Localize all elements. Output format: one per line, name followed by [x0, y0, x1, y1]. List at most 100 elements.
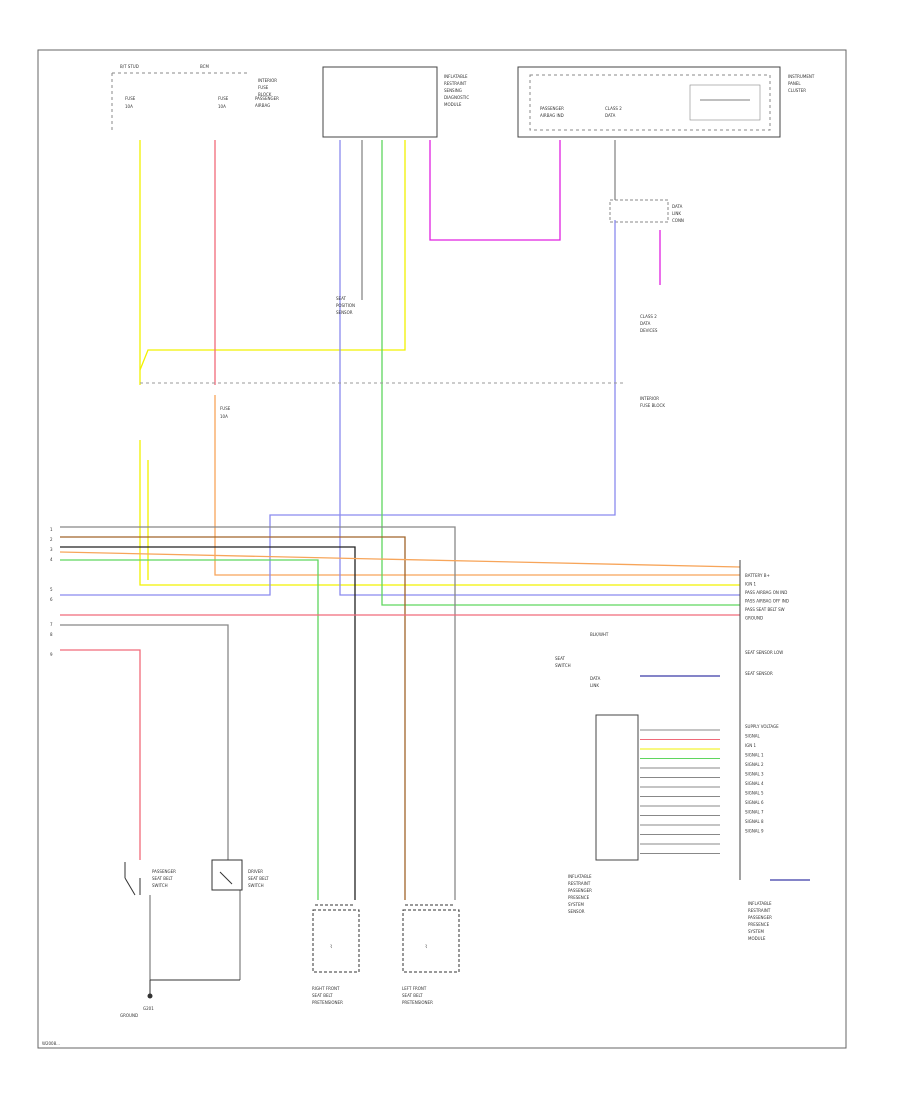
svg-text:SEAT BELT: SEAT BELT: [152, 876, 173, 881]
right-pin-label: SIGNAL 2: [745, 762, 764, 767]
passenger-seat-belt-switch: PASSENGER SEAT BELT SWITCH: [124, 862, 176, 896]
svg-text:SEAT BELT: SEAT BELT: [402, 993, 423, 998]
wire-gray-bus-1: [60, 526, 456, 900]
svg-text:DATA: DATA: [672, 204, 683, 209]
right-pin-label: SIGNAL 7: [745, 810, 764, 815]
svg-text:POSITION: POSITION: [336, 303, 355, 308]
svg-text:5: 5: [50, 587, 53, 592]
wire-green-2: [60, 559, 319, 900]
svg-text:6: 6: [50, 597, 53, 602]
wire-black-bus: [60, 546, 356, 900]
right-pin-label: SIGNAL 6: [745, 800, 764, 805]
right-pin-label: SIGNAL 1: [745, 753, 764, 758]
svg-text:SEAT: SEAT: [336, 296, 346, 301]
svg-text:7: 7: [50, 622, 53, 627]
wire-green-1: [381, 140, 740, 606]
footer-code: W2008...: [42, 1041, 60, 1046]
right-pin-label: SUPPLY VOLTAGE: [745, 724, 779, 729]
wire-magenta-1: [429, 140, 561, 241]
wire-orange-bus: [59, 551, 741, 568]
svg-text:DATA: DATA: [605, 113, 616, 118]
right-pin-label: SIGNAL 9: [745, 829, 764, 834]
passenger-presence-module: INFLATABLE RESTRAINT PASSENGER PRESENCE …: [568, 714, 639, 914]
right-pin-label: PASS AIRBAG ON IND: [745, 590, 787, 595]
svg-text:PASSENGER: PASSENGER: [568, 888, 592, 893]
svg-text:PASSENGER: PASSENGER: [540, 106, 564, 111]
svg-text:4: 4: [50, 557, 53, 562]
svg-text:9: 9: [50, 652, 53, 657]
svg-text:RIGHT FRONT: RIGHT FRONT: [312, 986, 340, 991]
instrument-cluster-top-right: INSTRUMENT PANEL CLUSTER PASSENGER AIRBA…: [517, 66, 815, 138]
svg-text:AIRBAG IND: AIRBAG IND: [540, 113, 564, 118]
svg-text:3: 3: [50, 547, 53, 552]
svg-text:G201: G201: [143, 1006, 154, 1011]
right-pin-label: SEAT SENSOR LOW: [745, 650, 783, 655]
airbag-module-right: BATTERY B+ IGN 1 PASS AIRBAG ON IND PASS AI…: [739, 560, 789, 941]
svg-text:RESTRAINT: RESTRAINT: [568, 881, 591, 886]
svg-text:CONN: CONN: [672, 218, 684, 223]
svg-text:PASSENGER: PASSENGER: [255, 96, 279, 101]
svg-text:PRETENSIONER: PRETENSIONER: [312, 1000, 343, 1005]
svg-text:FUSE: FUSE: [125, 96, 136, 101]
svg-text:LINK: LINK: [590, 683, 599, 688]
right-pin-label: IGN 1: [745, 582, 757, 587]
svg-text:INFLATABLE: INFLATABLE: [568, 874, 592, 879]
right-pin-label: SIGNAL 5: [745, 791, 764, 796]
right-pin-label: SIGNAL: [745, 734, 761, 739]
right-front-pretensioner: ⌇ RIGHT FRONT SEAT BELT PRETENSIONER: [312, 904, 360, 1005]
svg-text:BCM: BCM: [200, 64, 209, 69]
svg-text:INFLATABLE: INFLATABLE: [748, 901, 772, 906]
svg-text:SENSOR: SENSOR: [568, 909, 585, 914]
right-pin-label: BATTERY B+: [745, 573, 770, 578]
svg-text:CLASS 2: CLASS 2: [605, 106, 622, 111]
svg-text:FUSE: FUSE: [218, 96, 229, 101]
svg-text:PASSENGER: PASSENGER: [748, 915, 772, 920]
svg-text:10A: 10A: [125, 104, 133, 109]
svg-text:LINK: LINK: [672, 211, 681, 216]
right-pin-label: SIGNAL 3: [745, 772, 764, 777]
svg-text:BLK/WHT: BLK/WHT: [590, 632, 609, 637]
left-connector-pins: 1 2 3 4 5 6 7 8 9: [50, 527, 53, 657]
svg-text:FUSE: FUSE: [258, 85, 269, 90]
wire-blue-2: [60, 220, 616, 596]
svg-text:SWITCH: SWITCH: [248, 883, 264, 888]
right-pin-label: PASS SEAT BELT SW: [745, 607, 785, 612]
svg-text:8: 8: [50, 632, 53, 637]
svg-text:SENSOR: SENSOR: [336, 310, 353, 315]
dlc-connector: DATA LINK CONN: [609, 199, 684, 223]
wire-yellow-2: [139, 140, 406, 371]
svg-text:MODULE: MODULE: [748, 936, 766, 941]
svg-text:RESTRAINT: RESTRAINT: [748, 908, 771, 913]
driver-seat-belt-switch: DRIVER SEAT BELT SWITCH: [211, 859, 269, 891]
svg-text:INTERIOR: INTERIOR: [640, 396, 659, 401]
svg-text:AIRBAG: AIRBAG: [255, 103, 270, 108]
svg-text:FUSE BLOCK: FUSE BLOCK: [640, 403, 665, 408]
svg-text:INTERIOR: INTERIOR: [258, 78, 277, 83]
svg-text:DATA: DATA: [590, 676, 601, 681]
right-pin-label: GROUND: [745, 616, 763, 621]
right-pin-label: PASS AIRBAG OFF IND: [745, 599, 789, 604]
svg-text:SWITCH: SWITCH: [152, 883, 168, 888]
left-front-pretensioner: ⌇ LEFT FRONT SEAT BELT PRETENSIONER: [402, 904, 460, 1005]
svg-text:PASSENGER: PASSENGER: [152, 869, 176, 874]
svg-text:CLUSTER: CLUSTER: [788, 88, 806, 93]
wire-layer: [59, 140, 810, 980]
right-pin-label: SEAT SENSOR: [745, 671, 773, 676]
svg-text:PRETENSIONER: PRETENSIONER: [402, 1000, 433, 1005]
svg-text:DEVICES: DEVICES: [640, 328, 658, 333]
svg-text:SEAT BELT: SEAT BELT: [248, 876, 269, 881]
right-pin-label: SIGNAL 8: [745, 819, 764, 824]
svg-text:10A: 10A: [218, 104, 226, 109]
svg-text:SEAT: SEAT: [555, 656, 565, 661]
wire-gray-driver: [60, 624, 229, 860]
wire-yellow-3: [139, 440, 740, 586]
svg-text:INFLATABLE: INFLATABLE: [444, 74, 468, 79]
svg-text:FUSE: FUSE: [220, 406, 231, 411]
sensing-diagnostic-module-top: INFLATABLE RESTRAINT SENSING DIAGNOSTIC …: [322, 66, 469, 138]
wire-orange-1: [214, 395, 740, 576]
svg-text:PRESENCE: PRESENCE: [568, 895, 590, 900]
svg-text:MODULE: MODULE: [444, 102, 462, 107]
svg-text:SYSTEM: SYSTEM: [748, 929, 764, 934]
svg-text:SYSTEM: SYSTEM: [568, 902, 584, 907]
